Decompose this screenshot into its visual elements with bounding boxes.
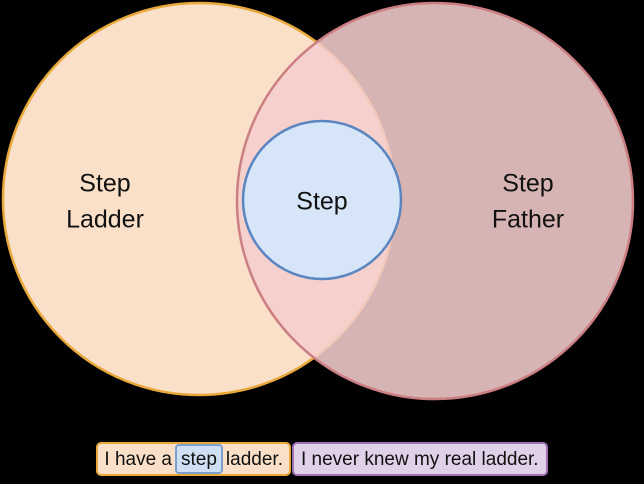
- venn-label-left-line1: Step: [79, 170, 130, 198]
- caption-left-token-highlight[interactable]: step: [175, 444, 223, 474]
- venn-label-right-line1: Step: [502, 170, 553, 198]
- venn-label-center: Step: [296, 188, 347, 216]
- caption-left-token-0: I have a: [104, 448, 172, 470]
- caption-right-text: I never knew my real ladder.: [300, 448, 539, 470]
- venn-diagram: Step Ladder Step Father Step: [1, 1, 635, 401]
- venn-svg: Step Ladder Step Father Step: [1, 1, 635, 401]
- venn-circle-center[interactable]: [241, 119, 403, 281]
- caption-right[interactable]: I never knew my real ladder.: [291, 442, 548, 476]
- venn-label-left-line2: Ladder: [66, 206, 144, 234]
- venn-label-right-line2: Father: [492, 206, 564, 234]
- caption-left-token-2: ladder.: [225, 448, 283, 470]
- caption-left[interactable]: I have a step ladder.: [96, 442, 291, 476]
- venn-circle-right[interactable]: [235, 1, 635, 401]
- caption-strip: I have a step ladder. I never knew my re…: [0, 434, 644, 484]
